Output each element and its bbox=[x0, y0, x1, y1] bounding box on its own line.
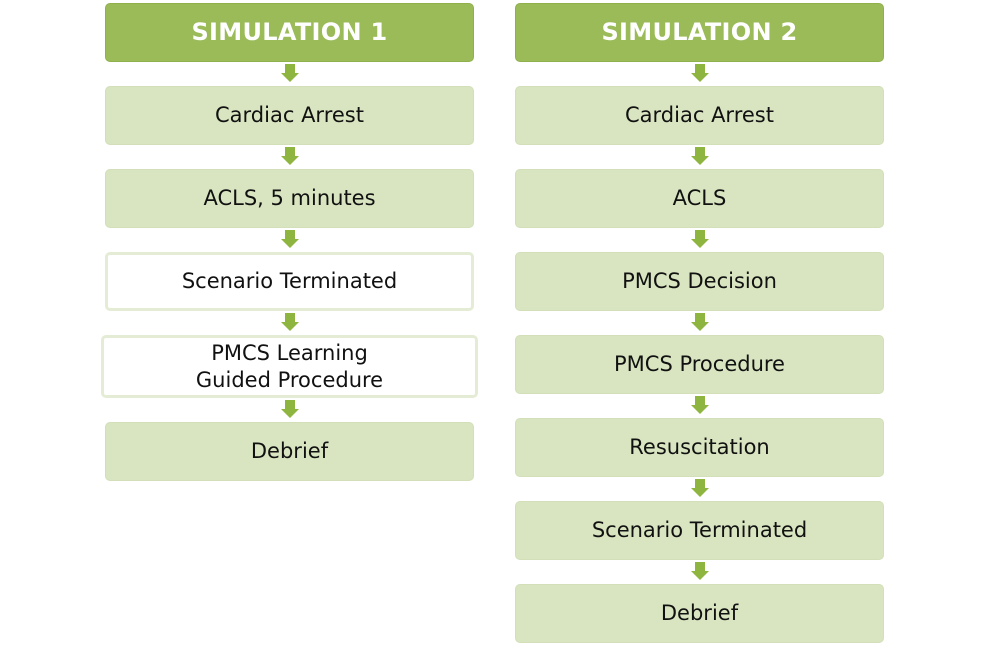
sim2-step-cardiac-arrest: Cardiac Arrest bbox=[515, 86, 884, 145]
sim1-step-acls: ACLS, 5 minutes bbox=[105, 169, 474, 228]
step-label: Cardiac Arrest bbox=[215, 103, 364, 127]
down-arrow-icon bbox=[690, 62, 709, 86]
sim1-step-cardiac-arrest: Cardiac Arrest bbox=[105, 86, 474, 145]
step-label: Debrief bbox=[660, 601, 739, 625]
sim2-step-acls: ACLS bbox=[515, 169, 884, 228]
simulation-2-title: SIMULATION 2 bbox=[601, 18, 798, 46]
sim1-step-debrief: Debrief bbox=[105, 422, 474, 481]
down-arrow-icon bbox=[690, 560, 709, 584]
sim2-step-resuscitation: Resuscitation bbox=[515, 418, 884, 477]
down-arrow-icon bbox=[280, 228, 299, 252]
step-label: Scenario Terminated bbox=[181, 269, 398, 293]
step-label: PMCS Learning Guided Procedure bbox=[195, 340, 384, 392]
down-arrow-icon bbox=[280, 62, 299, 86]
down-arrow-icon bbox=[280, 398, 299, 422]
down-arrow-icon bbox=[690, 145, 709, 169]
step-label: Debrief bbox=[250, 439, 329, 463]
down-arrow-icon bbox=[690, 228, 709, 252]
step-label: Resuscitation bbox=[629, 435, 770, 459]
step-label: ACLS, 5 minutes bbox=[203, 186, 376, 210]
down-arrow-icon bbox=[690, 394, 709, 418]
down-arrow-icon bbox=[690, 311, 709, 335]
sim2-step-debrief: Debrief bbox=[515, 584, 884, 643]
sim2-step-pmcs-decision: PMCS Decision bbox=[515, 252, 884, 311]
sim1-step-pmcs-learning: PMCS Learning Guided Procedure bbox=[101, 335, 478, 398]
step-label: Cardiac Arrest bbox=[625, 103, 774, 127]
sim2-step-pmcs-procedure: PMCS Procedure bbox=[515, 335, 884, 394]
sim2-step-scenario-terminated: Scenario Terminated bbox=[515, 501, 884, 560]
step-label: PMCS Procedure bbox=[614, 352, 785, 376]
down-arrow-icon bbox=[280, 311, 299, 335]
simulation-2-flow: SIMULATION 2 Cardiac Arrest ACLS PMCS De… bbox=[515, 3, 884, 643]
simulation-1-title: SIMULATION 1 bbox=[191, 18, 388, 46]
step-label: ACLS bbox=[672, 186, 727, 210]
step-label: Scenario Terminated bbox=[591, 518, 808, 542]
simulation-2-header: SIMULATION 2 bbox=[515, 3, 884, 62]
down-arrow-icon bbox=[690, 477, 709, 501]
simulation-1-flow: SIMULATION 1 Cardiac Arrest ACLS, 5 minu… bbox=[101, 3, 478, 481]
sim1-step-scenario-terminated: Scenario Terminated bbox=[105, 252, 474, 311]
down-arrow-icon bbox=[280, 145, 299, 169]
simulation-1-header: SIMULATION 1 bbox=[105, 3, 474, 62]
step-label: PMCS Decision bbox=[622, 269, 777, 293]
